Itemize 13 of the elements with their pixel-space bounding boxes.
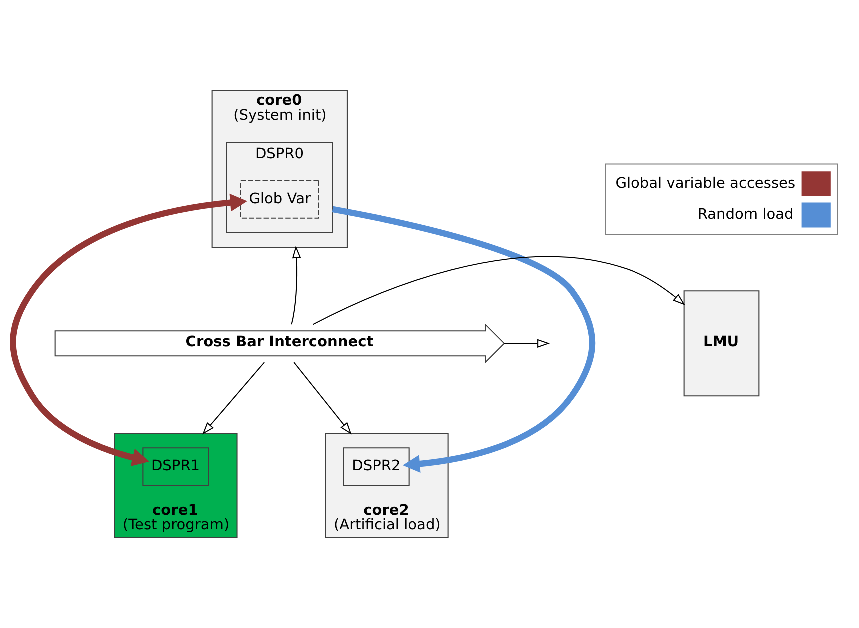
legend-label: Global variable accesses: [616, 174, 796, 192]
arrow: [202, 362, 265, 435]
arrow: [332, 206, 596, 474]
node-box: Glob Var: [240, 180, 320, 219]
node-box: DSPR2: [343, 448, 410, 486]
arrow: [294, 362, 352, 435]
arrow: [291, 246, 302, 325]
arrow: [10, 194, 248, 466]
arrow: [504, 339, 550, 348]
arrow: [313, 256, 686, 326]
legend-label: Random load: [698, 206, 794, 224]
node-box: DSPR1: [142, 448, 210, 486]
node-box: LMU: [684, 290, 760, 397]
